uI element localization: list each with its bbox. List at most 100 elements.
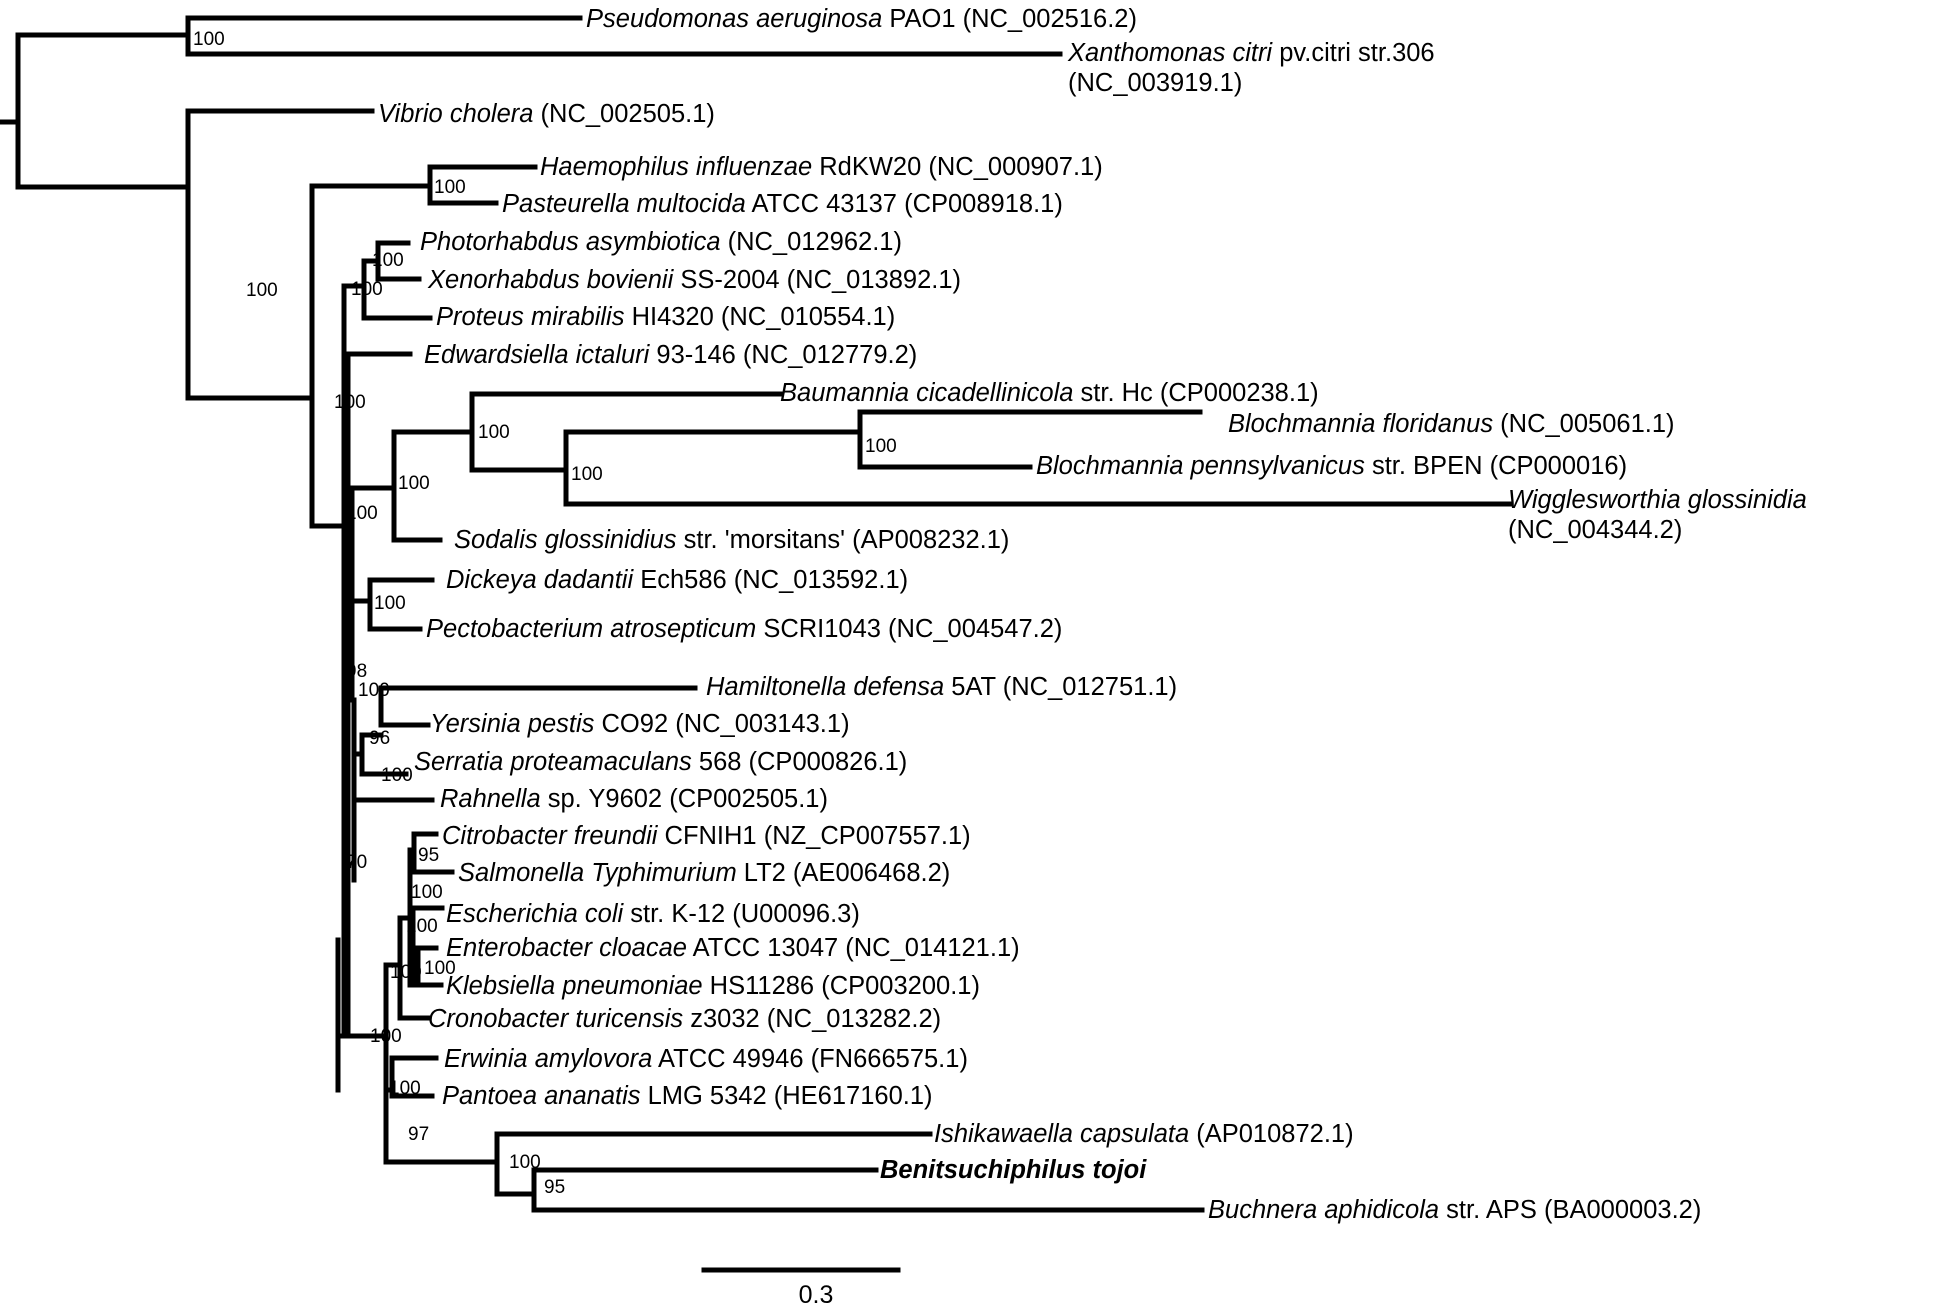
bootstrap-label: 95 — [418, 845, 439, 866]
taxon-strain-accession: LMG 5342 (HE617160.1) — [641, 1082, 933, 1110]
bootstrap-label: 100 — [351, 279, 383, 300]
branch — [309, 395, 347, 529]
taxon-species-name: Cronobacter turicensis — [428, 1005, 683, 1033]
taxon-strain-accession: SCRI1043 (NC_004547.2) — [756, 615, 1062, 643]
taxon-label: Yersinia pestis CO92 (NC_003143.1) — [430, 710, 850, 738]
bootstrap-label: 100 — [358, 680, 390, 701]
taxon-label: Citrobacter freundii CFNIH1 (NZ_CP007557… — [442, 822, 971, 850]
taxon-label: Benitsuchiphilus tojoi — [880, 1156, 1147, 1184]
taxon-label: Sodalis glossinidius str. 'morsitans' (A… — [454, 526, 1009, 554]
taxon-label: Edwardsiella ictaluri 93-146 (NC_012779.… — [424, 341, 917, 369]
branch — [351, 685, 698, 803]
taxon-label: Wigglesworthia glossinidia(NC_004344.2) — [1508, 486, 1807, 544]
taxon-strain-accession: sp. Y9602 (CP002505.1) — [541, 785, 828, 813]
taxon-species-name: Blochmannia pennsylvanicus — [1036, 452, 1365, 480]
taxon-strain-accession: SS-2004 (NC_013892.1) — [673, 266, 961, 294]
taxon-label: Erwinia amylovora ATCC 49946 (FN666575.1… — [444, 1045, 968, 1073]
bootstrap-label: 100 — [571, 464, 603, 485]
taxon-label: Klebsiella pneumoniae HS11286 (CP003200.… — [446, 972, 980, 1000]
taxon-strain-accession: str. K-12 (U00096.3) — [623, 900, 860, 928]
tree-branches — [0, 15, 1513, 1213]
taxon-label: Pseudomonas aeruginosa PAO1 (NC_002516.2… — [586, 5, 1137, 33]
bootstrap-label: 100 — [370, 1026, 402, 1047]
taxon-label: Blochmannia floridanus (NC_005061.1) — [1228, 410, 1675, 438]
taxon-species-name: Rahnella — [440, 785, 541, 813]
taxon-strain-accession: ATCC 13047 (NC_014121.1) — [687, 934, 1020, 962]
taxon-species-name: Enterobacter cloacae — [446, 934, 687, 962]
taxon-strain-accession: (NC_002505.1) — [533, 100, 714, 128]
taxon-label: Vibrio cholera (NC_002505.1) — [378, 100, 715, 128]
taxon-strain-accession: ATCC 49946 (FN666575.1) — [652, 1045, 968, 1073]
taxon-strain-accession: (NC_012962.1) — [721, 228, 902, 256]
bootstrap-label: 100 — [374, 593, 406, 614]
root-branch — [0, 15, 1063, 190]
taxon-species-name: Salmonella Typhimurium — [458, 859, 737, 887]
taxon-strain-accession: str. Hc (CP000238.1) — [1073, 379, 1318, 407]
bootstrap-label: 100 — [478, 422, 510, 443]
taxon-label: Blochmannia pennsylvanicus str. BPEN (CP… — [1036, 452, 1627, 480]
bootstrap-label: 70 — [346, 852, 367, 873]
bootstrap-labels: 100 100 100 100 100 100 100 100 100 100 … — [193, 29, 897, 1198]
taxon-species-name: Proteus mirabilis — [436, 303, 625, 331]
taxon-label: Escherichia coli str. K-12 (U00096.3) — [446, 900, 860, 928]
taxon-strain-accession: pv.citri str.306 — [1272, 39, 1435, 67]
bootstrap-label: 97 — [408, 1124, 429, 1145]
taxon-strain-accession: LT2 (AE006468.2) — [737, 859, 951, 887]
bootstrap-label: 100 — [390, 962, 422, 983]
taxon-species-name: Ishikawaella capsulata — [934, 1120, 1189, 1148]
bootstrap-label: 98 — [346, 661, 367, 682]
taxon-strain-accession: PAO1 (NC_002516.2) — [882, 5, 1137, 33]
taxon-species-name: Pantoea ananatis — [442, 1082, 641, 1110]
taxon-species-name: Escherichia coli — [446, 900, 624, 928]
bootstrap-label: 100 — [865, 436, 897, 457]
taxon-label: Photorhabdus asymbiotica (NC_012962.1) — [420, 228, 902, 256]
taxon-label: Xenorhabdus bovienii SS-2004 (NC_013892.… — [427, 266, 961, 294]
bootstrap-label: 100 — [406, 916, 438, 937]
taxon-label: Salmonella Typhimurium LT2 (AE006468.2) — [458, 859, 950, 887]
bootstrap-label: 100 — [193, 29, 225, 50]
taxon-species-name: Dickeya dadantii — [446, 566, 634, 594]
taxon-species-name: Haemophilus influenzae — [540, 153, 812, 181]
taxon-species-name: Vibrio cholera — [378, 100, 533, 128]
branch — [335, 831, 455, 1093]
taxon-species-name: Klebsiella pneumoniae — [446, 972, 703, 1000]
bootstrap-label: 100 — [372, 250, 404, 271]
taxon-label: Baumannia cicadellinicola str. Hc (CP000… — [780, 379, 1319, 407]
bootstrap-label: 95 — [544, 1177, 565, 1198]
taxon-label: Pectobacterium atrosepticum SCRI1043 (NC… — [426, 615, 1062, 643]
taxon-label: Haemophilus influenzae RdKW20 (NC_000907… — [540, 153, 1103, 181]
bootstrap-label: 100 — [424, 958, 456, 979]
taxon-label: Serratia proteamaculans 568 (CP000826.1) — [414, 748, 907, 776]
taxon-label: Xanthomonas citri pv.citri str.306(NC_00… — [1067, 39, 1435, 97]
taxon-strain-accession: ATCC 43137 (CP008918.1) — [746, 190, 1063, 218]
taxon-label: Hamiltonella defensa 5AT (NC_012751.1) — [706, 673, 1177, 701]
taxon-label: Pasteurella multocida ATCC 43137 (CP0089… — [502, 190, 1063, 218]
taxon-species-name: Photorhabdus asymbiotica — [420, 228, 721, 256]
branch — [349, 391, 1513, 703]
branch — [309, 164, 538, 401]
bootstrap-label: 100 — [434, 177, 466, 198]
taxon-strain-accession: (NC_005061.1) — [1493, 410, 1674, 438]
taxon-strain-accession: z3032 (NC_013282.2) — [683, 1005, 941, 1033]
taxon-label: Rahnella sp. Y9602 (CP002505.1) — [440, 785, 828, 813]
taxon-strain-accession: (AP010872.1) — [1189, 1120, 1353, 1148]
taxon-strain-accession: HS11286 (CP003200.1) — [703, 972, 980, 1000]
taxon-strain-accession: 93-146 (NC_012779.2) — [649, 341, 917, 369]
taxon-species-name: Xenorhabdus bovienii — [427, 266, 675, 294]
taxon-species-name: Yersinia pestis — [430, 710, 595, 738]
taxon-label: Proteus mirabilis HI4320 (NC_010554.1) — [436, 303, 895, 331]
bootstrap-label: 100 — [509, 1152, 541, 1173]
bootstrap-label: 100 — [346, 503, 378, 524]
scale-bar-label: 0.3 — [799, 1281, 834, 1309]
scale-bar: 0.3 — [701, 1267, 901, 1309]
taxon-strain-accession: str. APS (BA000003.2) — [1439, 1196, 1701, 1224]
taxon-species-name: Hamiltonella defensa — [706, 673, 944, 701]
taxon-species-name: Pasteurella multocida — [502, 190, 746, 218]
taxon-species-name: Citrobacter freundii — [442, 822, 659, 850]
taxon-species-name: Wigglesworthia glossinidia — [1508, 486, 1807, 514]
branch — [15, 108, 375, 401]
bootstrap-label: 100 — [381, 765, 413, 786]
taxon-strain-accession: str. BPEN (CP000016) — [1365, 452, 1627, 480]
branch — [383, 1055, 1205, 1213]
